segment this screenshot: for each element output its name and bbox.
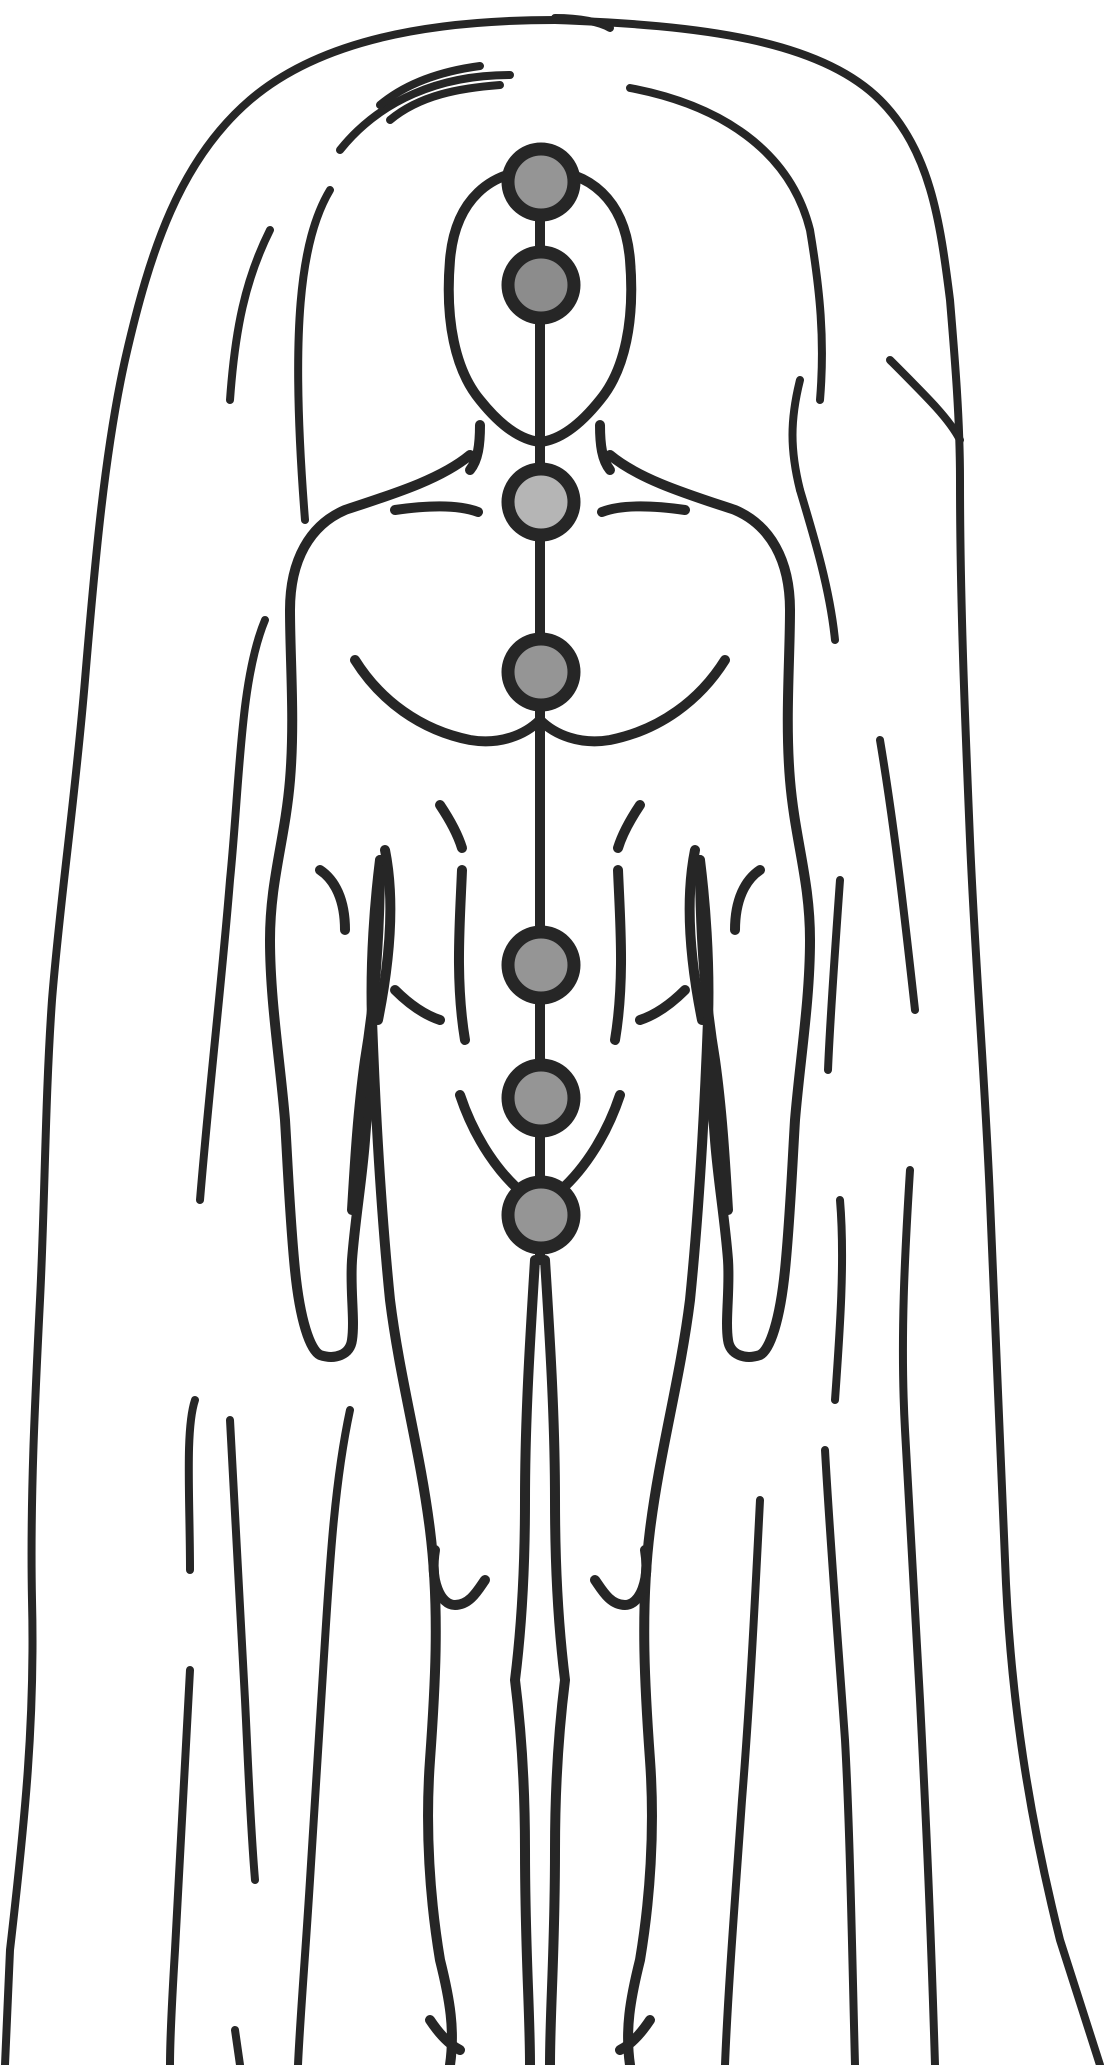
leg-inner-right [545,1260,565,2065]
chakra-throat [508,469,574,535]
clavicle-right [602,506,685,512]
aura-left-low-3 [235,2030,240,2065]
waist-right [640,990,685,1020]
chakra-heart [508,639,574,705]
aura-right-mid-5 [825,1450,855,2065]
aura-left-upper-2 [298,190,330,520]
body-left-side [270,455,470,1357]
chakra-sacral [508,1065,574,1131]
leg-inner-left [515,1260,535,2065]
leg-outer-right [628,1020,708,2065]
neck-right [600,425,610,470]
neck-left [470,425,480,470]
aura-right-upper [800,490,835,640]
chakra-third-eye [508,252,574,318]
aura-top-right-2 [890,360,960,440]
aura-right-mid-1 [880,740,915,1010]
knee-left [434,1550,485,1605]
ab-right-line [615,870,621,1040]
aura-left-mid-1 [200,620,265,1200]
aura-left-mid-2 [189,1400,195,1570]
leg-outer-left [372,1020,452,2065]
oblique-right [735,870,760,930]
oblique-left [320,870,345,930]
chakra-points [508,149,574,1248]
aura-left-low-2 [298,1410,350,2065]
aura-inner-right-1 [793,380,801,490]
clavicle-left [395,506,478,512]
body-right-side [610,455,810,1357]
aura-right-mid-4 [903,1170,935,2065]
waist-left [395,990,440,1020]
aura-right-mid-2 [828,880,840,1070]
ab-left-line [459,870,465,1040]
aura-field [5,18,1100,2065]
aura-top-right-1 [630,88,822,400]
chakra-root [508,1182,574,1248]
aura-left-upper-1 [230,230,270,400]
aura-left-low-1 [170,1670,190,2065]
chakra-crown [508,149,574,215]
aura-left-mid-3 [230,1420,255,1880]
ab-right-upper [618,805,640,848]
chakra-solar-plexus [508,932,574,998]
aura-right-low-1 [725,1500,760,2065]
aura-right-mid-3 [835,1200,842,1400]
knee-right [595,1550,646,1605]
ab-left-upper [440,805,462,848]
